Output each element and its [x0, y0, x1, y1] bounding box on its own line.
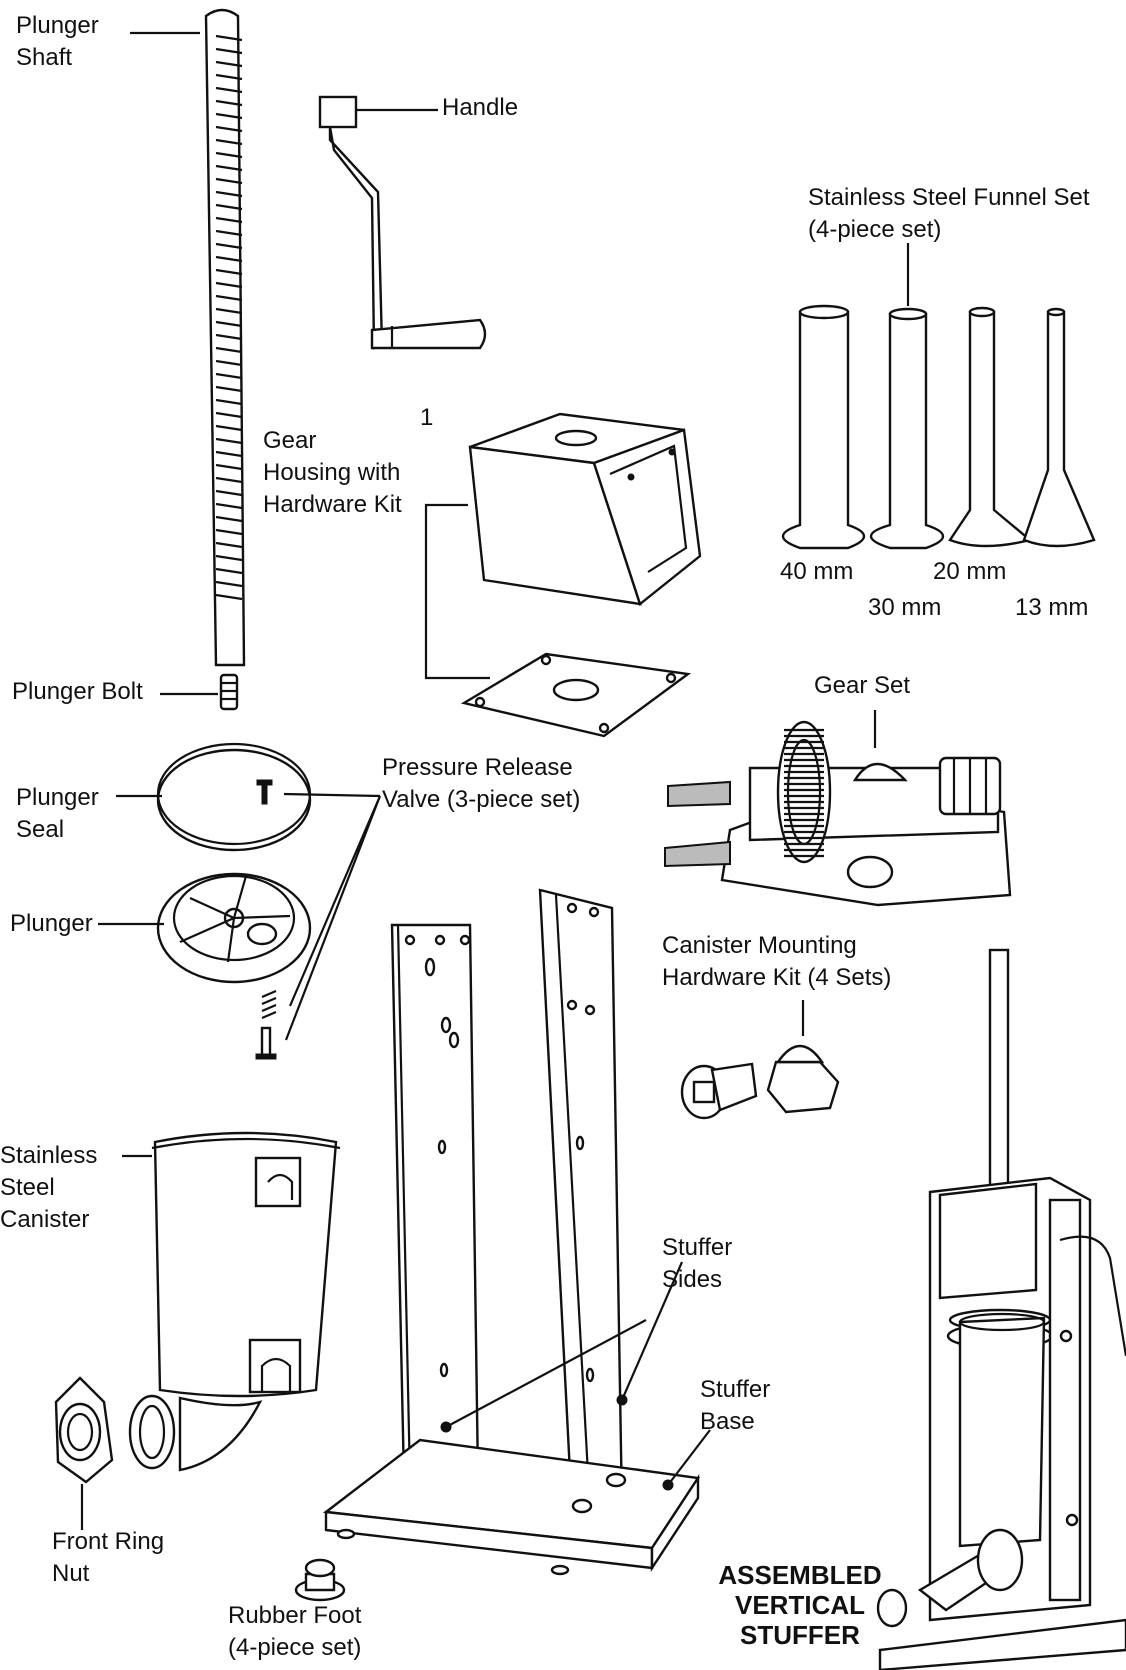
rack-tooth	[215, 567, 243, 575]
label-handle: Handle	[442, 94, 519, 121]
label-gear-set: Gear Set	[814, 672, 911, 699]
rack-tooth	[215, 593, 243, 601]
label-canister-hardware: Canister Mounting Hardware Kit (4 Sets)	[662, 932, 892, 991]
leader-lines	[98, 31, 438, 926]
rack-tooth	[215, 164, 243, 172]
rubber-foot-part	[294, 1558, 346, 1602]
label-plunger-shaft: Plunger Shaft	[16, 12, 99, 71]
rack-tooth	[215, 424, 243, 432]
funnel-set-part	[781, 243, 1096, 550]
rack-tooth	[215, 229, 243, 237]
plunger-part	[156, 872, 312, 984]
rack-tooth	[215, 203, 243, 211]
canister-part	[122, 1131, 341, 1472]
label-stuffer-sides: Stuffer Sides	[662, 1234, 733, 1293]
rack-tooth	[215, 177, 243, 185]
label-funnel-20: 20 mm	[933, 558, 1007, 585]
rack-tooth	[215, 554, 243, 562]
label-stuffer-base: Stuffer Base	[700, 1376, 771, 1435]
rack-tooth	[215, 34, 243, 42]
rack-tooth	[215, 437, 243, 445]
label-front-ring-nut: Front Ring Nut	[52, 1528, 165, 1587]
rack-tooth	[215, 476, 243, 484]
rack-tooth	[215, 216, 243, 224]
stuffer-sides-part	[390, 888, 684, 1514]
label-funnel-40: 40 mm	[780, 558, 854, 585]
label-plunger-seal: Plunger Seal	[16, 784, 99, 843]
rack-tooth	[215, 515, 243, 523]
rack-tooth	[215, 86, 243, 94]
rack-tooth	[215, 294, 243, 302]
rack-tooth	[215, 112, 243, 120]
rack-tooth	[215, 190, 243, 198]
rack-tooth	[215, 450, 243, 458]
rack-tooth	[215, 528, 243, 536]
label-plunger-bolt: Plunger Bolt	[12, 678, 143, 705]
rack-tooth	[215, 346, 243, 354]
rack-tooth	[215, 411, 243, 419]
rack-tooth	[215, 138, 243, 146]
plunger-bolt-part	[219, 673, 239, 711]
rack-tooth	[215, 99, 243, 107]
rack-tooth	[215, 320, 243, 328]
canister-hardware-part	[680, 1000, 840, 1120]
rack-tooth	[215, 307, 243, 315]
label-plunger: Plunger	[10, 910, 93, 937]
rack-tooth	[215, 359, 243, 367]
label-assembled: ASSEMBLED VERTICAL STUFFER	[718, 1560, 882, 1650]
stuffer-base-part	[322, 1429, 711, 1576]
label-funnel-set: Stainless Steel Funnel Set (4-piece set)	[808, 184, 1090, 243]
assembled-stuffer-part	[876, 948, 1126, 1670]
pressure-valve-part	[255, 792, 382, 1060]
label-pressure-valve: Pressure Release Valve (3-piece set)	[382, 754, 581, 813]
rack-tooth	[215, 463, 243, 471]
rack-tooth	[215, 73, 243, 81]
rack-tooth	[215, 398, 243, 406]
label-marker-1: 1	[420, 404, 434, 431]
label-gear-housing: Gear Housing with Hardware Kit	[263, 427, 402, 518]
gear-housing-part	[424, 412, 702, 738]
rack-tooth	[215, 151, 243, 159]
plunger-shaft-part	[204, 8, 246, 667]
handle-part	[318, 95, 487, 350]
rack-tooth	[215, 489, 243, 497]
label-funnel-13: 13 mm	[1015, 594, 1089, 621]
rack-tooth	[215, 333, 243, 341]
rack-tooth	[215, 385, 243, 393]
rack-tooth	[215, 47, 243, 55]
rack-tooth	[215, 580, 243, 588]
rack-tooth	[215, 372, 243, 380]
rack-tooth	[215, 541, 243, 549]
front-ring-nut-part	[54, 1376, 114, 1530]
rack-tooth	[215, 125, 243, 133]
rack-tooth	[215, 255, 243, 263]
rack-tooth	[215, 268, 243, 276]
rack-tooth	[215, 60, 243, 68]
rack-tooth	[215, 281, 243, 289]
rack-tooth	[215, 502, 243, 510]
gear-set-part	[664, 710, 1012, 907]
plunger-seal-part	[156, 742, 312, 852]
rack-tooth	[215, 242, 243, 250]
label-funnel-30: 30 mm	[868, 594, 942, 621]
label-rubber-foot: Rubber Foot (4-piece set)	[228, 1602, 362, 1661]
label-canister: Stainless Steel Canister	[0, 1142, 98, 1233]
